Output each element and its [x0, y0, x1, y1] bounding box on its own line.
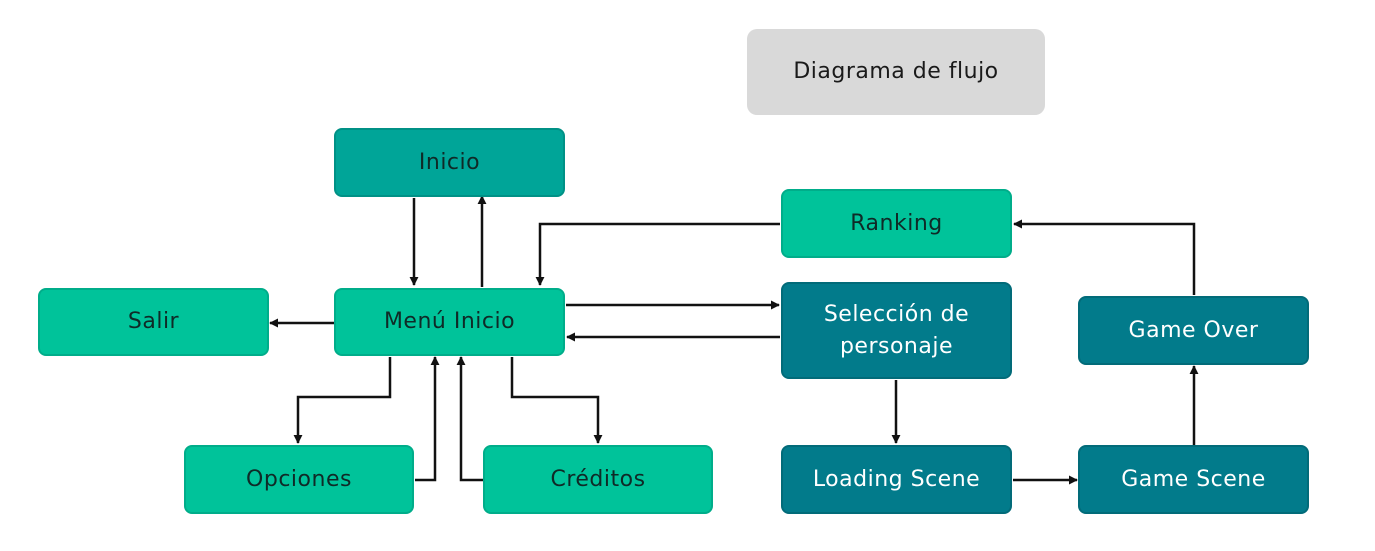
node-inicio[interactable]: Inicio: [334, 128, 565, 197]
node-creditos-label: Créditos: [550, 466, 646, 492]
node-menu-inicio-label: Menú Inicio: [383, 309, 516, 335]
node-menu-inicio[interactable]: Menú Inicio: [334, 288, 565, 356]
node-opciones-label: Opciones: [246, 466, 352, 492]
node-ranking-label: Ranking: [850, 210, 943, 236]
node-salir-label: Salir: [127, 309, 180, 335]
node-seleccion-personaje[interactable]: Selección de personaje: [781, 282, 1012, 379]
node-game-over-label: Game Over: [1128, 317, 1259, 343]
node-seleccion-label-line2: personaje: [839, 333, 954, 359]
node-creditos[interactable]: Créditos: [483, 445, 713, 514]
diagram-title: Diagrama de flujo: [747, 29, 1045, 115]
node-ranking[interactable]: Ranking: [781, 189, 1012, 258]
node-game-scene-label: Game Scene: [1121, 466, 1266, 492]
arrow-menu-to-opciones: [293, 357, 392, 444]
arrow-game-over-to-ranking: [1013, 219, 1196, 295]
node-inicio-label: Inicio: [418, 149, 481, 175]
node-loading-scene[interactable]: Loading Scene: [781, 445, 1012, 514]
node-opciones[interactable]: Opciones: [184, 445, 414, 514]
arrow-opciones-to-menu: [415, 356, 440, 482]
node-game-scene[interactable]: Game Scene: [1078, 445, 1309, 514]
node-seleccion-label-line1: Selección de: [823, 301, 970, 327]
node-seleccion-text: Selección de personaje: [824, 299, 969, 363]
arrow-creditos-to-menu: [456, 356, 483, 482]
diagram-title-text: Diagrama de flujo: [793, 59, 999, 85]
node-salir[interactable]: Salir: [38, 288, 269, 356]
node-game-over[interactable]: Game Over: [1078, 296, 1309, 365]
arrow-menu-to-creditos: [510, 357, 603, 444]
node-loading-scene-label: Loading Scene: [812, 466, 981, 492]
arrow-ranking-to-menu: [535, 222, 780, 286]
